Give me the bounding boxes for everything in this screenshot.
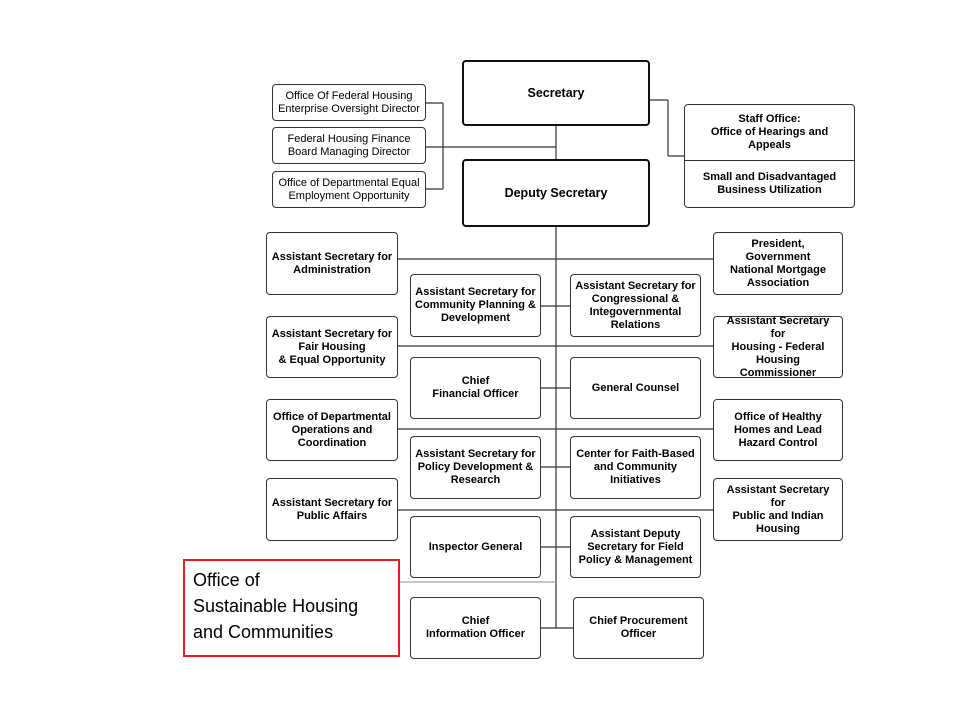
staff-office-hearings-appeals: Staff Office: Office of Hearings and App…	[685, 105, 854, 161]
staff-office-box: Staff Office: Office of Hearings and App…	[684, 104, 855, 208]
equal-employment-opportunity-box: Office of Departmental Equal Employment …	[272, 171, 426, 208]
general-counsel-box: General Counsel	[570, 357, 701, 419]
faith-based-initiatives-box: Center for Faith-Based and Community Ini…	[570, 436, 701, 499]
asst-sec-housing-fha-box: Assistant Secretary for Housing - Federa…	[713, 315, 843, 379]
chief-financial-officer-box: Chief Financial Officer	[410, 357, 541, 419]
asst-sec-policy-development-box: Assistant Secretary for Policy Developme…	[410, 436, 541, 499]
fhfb-managing-director-box: Federal Housing Finance Board Managing D…	[272, 127, 426, 164]
small-disadvantaged-business-utilization: Small and Disadvantaged Business Utiliza…	[702, 171, 837, 196]
secretary-box: Secretary	[462, 60, 650, 126]
asst-sec-public-indian-housing-box: Assistant Secretary for Public and India…	[713, 478, 843, 541]
asst-sec-fair-housing-box: Assistant Secretary for Fair Housing & E…	[266, 316, 398, 378]
sustainable-housing-communities-callout: Office of Sustainable Housing and Commun…	[183, 559, 400, 657]
ginnie-mae-president-box: President, Government National Mortgage …	[713, 232, 843, 295]
departmental-operations-coordination-box: Office of Departmental Operations and Co…	[266, 399, 398, 461]
asst-deputy-sec-field-policy-box: Assistant Deputy Secretary for Field Pol…	[570, 516, 701, 578]
inspector-general-box: Inspector General	[410, 516, 541, 578]
chief-procurement-officer-box: Chief Procurement Officer	[573, 597, 704, 659]
asst-sec-public-affairs-box: Assistant Secretary for Public Affairs	[266, 478, 398, 541]
deputy-secretary-box: Deputy Secretary	[462, 159, 650, 227]
ofheo-director-box: Office Of Federal Housing Enterprise Ove…	[272, 84, 426, 121]
asst-sec-congressional-relations-box: Assistant Secretary for Congressional & …	[570, 274, 701, 337]
chief-information-officer-box: Chief Information Officer	[410, 597, 541, 659]
asst-sec-community-planning-box: Assistant Secretary for Community Planni…	[410, 274, 541, 337]
healthy-homes-lead-hazard-box: Office of Healthy Homes and Lead Hazard …	[713, 399, 843, 461]
asst-sec-administration-box: Assistant Secretary for Administration	[266, 232, 398, 295]
